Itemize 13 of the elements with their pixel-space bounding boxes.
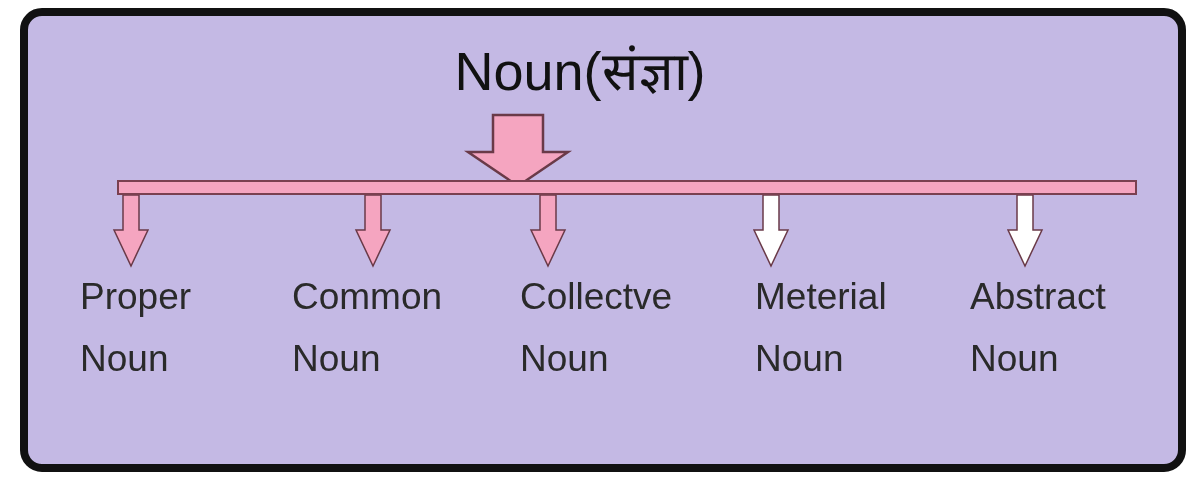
category-label: Common Noun	[292, 266, 443, 390]
category-label: Abstract Noun	[970, 266, 1106, 390]
block-arrow	[354, 194, 392, 268]
category-label: Collectve Noun	[520, 266, 673, 390]
panel-background	[20, 8, 1186, 472]
block-arrow	[112, 194, 150, 268]
heading: Noun(संज्ञा)	[405, 35, 755, 107]
block-arrow	[529, 194, 567, 268]
block-arrow	[752, 194, 790, 268]
horizontal-bar	[117, 180, 1137, 195]
category-label: Meterial Noun	[755, 266, 887, 390]
block-arrow	[1006, 194, 1044, 268]
category-label: Proper Noun	[80, 266, 192, 390]
